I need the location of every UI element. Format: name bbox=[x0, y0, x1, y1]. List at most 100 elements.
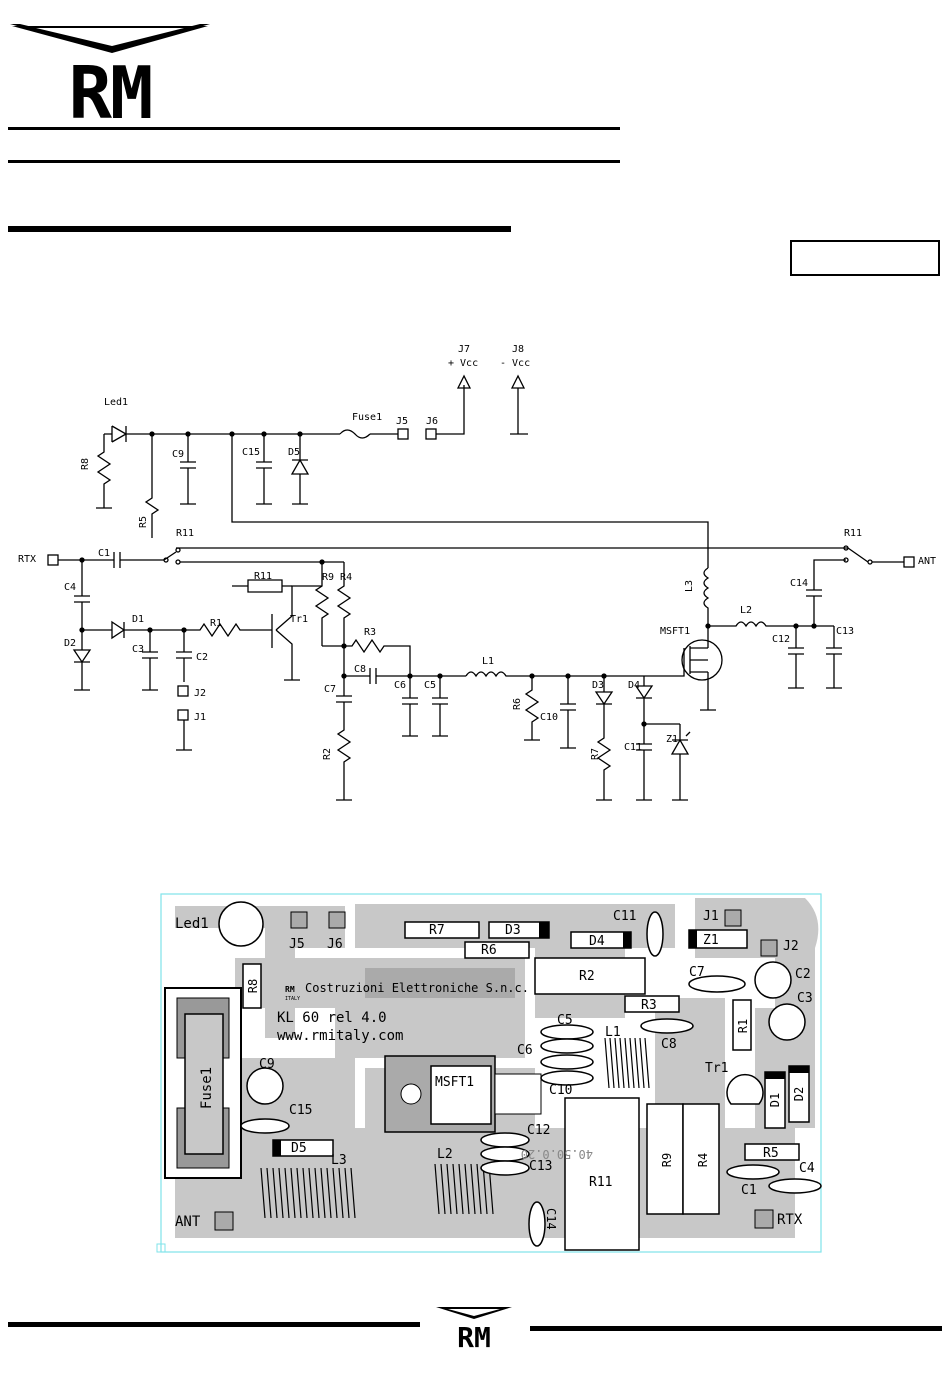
label-led1: Led1 bbox=[104, 397, 128, 408]
label-c9: C9 bbox=[172, 449, 184, 460]
label-r3: R3 bbox=[364, 627, 376, 638]
pcb-label-rtx: RTX bbox=[777, 1212, 803, 1228]
label-c5: C5 bbox=[424, 680, 436, 691]
label-c14: C14 bbox=[790, 578, 808, 589]
pcb-logo: RM bbox=[285, 985, 295, 994]
label-d5: D5 bbox=[288, 447, 300, 458]
pcb-label-l1: L1 bbox=[605, 1025, 621, 1040]
pcb-label-c10: C10 bbox=[549, 1083, 572, 1098]
pcb-coil-l3 bbox=[260, 1167, 356, 1219]
label-j8: J8 bbox=[512, 344, 524, 355]
label-j1: J1 bbox=[194, 712, 206, 723]
label-j5: J5 bbox=[396, 416, 408, 427]
label-tr1: Tr1 bbox=[290, 614, 308, 625]
blank-label-box bbox=[790, 240, 940, 276]
label-c15: C15 bbox=[242, 447, 260, 458]
pcb-label-d3: D3 bbox=[505, 923, 521, 938]
pcb-label-c11: C11 bbox=[613, 909, 636, 924]
label-r6: R6 bbox=[512, 698, 523, 710]
pcb-label-code: 40.50.0.20 bbox=[521, 1147, 593, 1161]
label-j2: J2 bbox=[194, 688, 206, 699]
label-c2: C2 bbox=[196, 652, 208, 663]
pcb-website: www.rmitaly.com bbox=[277, 1028, 403, 1044]
label-l3: L3 bbox=[684, 580, 695, 592]
pcb-label-tr1: Tr1 bbox=[705, 1061, 728, 1076]
pcb-coil-l1 bbox=[604, 1037, 650, 1089]
pcb-label-c14: C14 bbox=[544, 1208, 558, 1230]
pcb-layout: Fuse1 Led1 J5 J6 R8 RM Costruzioni Elett… bbox=[156, 893, 822, 1253]
label-d2: D2 bbox=[64, 638, 76, 649]
label-c11: C11 bbox=[624, 742, 642, 753]
label-c1: C1 bbox=[98, 548, 110, 559]
label-msft1: MSFT1 bbox=[660, 626, 690, 637]
label-r11-left: R11 bbox=[176, 528, 194, 539]
pcb-label-d2: D2 bbox=[792, 1087, 806, 1101]
label-c13: C13 bbox=[836, 626, 854, 637]
pcb-label-d5: D5 bbox=[291, 1141, 307, 1156]
pcb-label-c9: C9 bbox=[259, 1057, 275, 1072]
label-c7: C7 bbox=[324, 684, 336, 695]
header-rule-thick bbox=[8, 226, 511, 232]
rm-logo: RM bbox=[10, 24, 210, 122]
pcb-label-ant: ANT bbox=[175, 1214, 201, 1230]
pcb-label-r2: R2 bbox=[579, 969, 595, 984]
label-j7-vcc: + Vcc bbox=[448, 358, 478, 369]
logo-text: RM bbox=[69, 51, 152, 122]
pcb-italy: ITALY bbox=[285, 996, 300, 1002]
pcb-label-d4: D4 bbox=[589, 934, 605, 949]
label-c3: C3 bbox=[132, 644, 144, 655]
label-j6: J6 bbox=[426, 416, 438, 427]
label-c10: C10 bbox=[540, 712, 558, 723]
label-l2: L2 bbox=[740, 605, 752, 616]
pcb-label-j5: J5 bbox=[289, 937, 305, 952]
label-r11-right: R11 bbox=[844, 528, 862, 539]
label-r11-mid: R11 bbox=[254, 571, 272, 582]
pcb-model: KL 60 rel 4.0 bbox=[277, 1010, 387, 1026]
label-d3: D3 bbox=[592, 680, 604, 691]
pcb-company-name: Costruzioni Elettroniche S.n.c. bbox=[305, 981, 529, 995]
pcb-label-r7: R7 bbox=[429, 923, 445, 938]
pcb-label-c3: C3 bbox=[797, 991, 813, 1006]
label-rtx: RTX bbox=[18, 554, 36, 565]
pcb-label-led1: Led1 bbox=[175, 916, 209, 932]
pcb-label-c1: C1 bbox=[741, 1183, 757, 1198]
header-rule bbox=[8, 160, 620, 163]
header-rule bbox=[8, 127, 620, 130]
label-r7: R7 bbox=[590, 748, 601, 760]
label-fuse1: Fuse1 bbox=[352, 412, 382, 423]
pcb-label-j6: J6 bbox=[327, 937, 343, 952]
label-c4: C4 bbox=[64, 582, 76, 593]
pcb-label-r3: R3 bbox=[641, 998, 657, 1013]
label-c12: C12 bbox=[772, 634, 790, 645]
label-r5: R5 bbox=[138, 516, 149, 528]
pcb-label-c5: C5 bbox=[557, 1013, 573, 1028]
schematic-wiring bbox=[47, 374, 915, 801]
logo-small-text: RM bbox=[457, 1321, 491, 1351]
pcb-label-c2: C2 bbox=[795, 967, 811, 982]
pcb-label-d1: D1 bbox=[768, 1093, 782, 1107]
label-r1: R1 bbox=[210, 618, 222, 629]
label-c8: C8 bbox=[354, 664, 366, 675]
pcb-label-r1: R1 bbox=[736, 1019, 750, 1033]
label-l1: L1 bbox=[482, 656, 494, 667]
pcb-label-z1: Z1 bbox=[703, 933, 719, 948]
pcb-label-c6: C6 bbox=[517, 1043, 533, 1058]
pcb-label-c12: C12 bbox=[527, 1123, 550, 1138]
pcb-coil-l2 bbox=[434, 1163, 494, 1215]
label-r8: R8 bbox=[80, 458, 91, 470]
label-r2: R2 bbox=[322, 748, 333, 760]
footer-rule bbox=[530, 1326, 942, 1331]
pcb-label-r11: R11 bbox=[589, 1175, 612, 1190]
label-j7: J7 bbox=[458, 344, 470, 355]
pcb-label-j2: J2 bbox=[783, 939, 799, 954]
pcb-label-c7: C7 bbox=[689, 965, 705, 980]
pcb-label-r5: R5 bbox=[763, 1146, 779, 1161]
pcb-label-c4: C4 bbox=[799, 1161, 815, 1176]
pcb-label-r8: R8 bbox=[246, 979, 260, 993]
pcb-label-l3: L3 bbox=[331, 1153, 347, 1168]
pcb-label-fuse1: Fuse1 bbox=[199, 1067, 215, 1109]
pcb-label-c13: C13 bbox=[529, 1159, 552, 1174]
rm-logo-small: RM bbox=[436, 1307, 512, 1351]
label-c6: C6 bbox=[394, 680, 406, 691]
pcb-label-r4: R4 bbox=[696, 1153, 710, 1167]
